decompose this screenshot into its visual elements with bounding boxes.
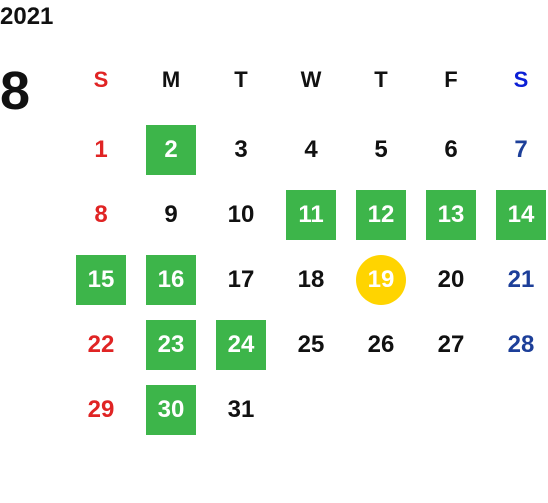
day-cell[interactable]: 30 [146,385,196,435]
day-cell[interactable]: 3 [234,136,248,163]
day-cell[interactable]: 24 [216,320,266,370]
day-cell[interactable]: 20 [437,266,465,293]
day-cell[interactable]: 28 [507,331,535,358]
day-cell[interactable]: 19 [356,255,406,305]
day-cell[interactable]: 27 [437,331,465,358]
day-cell[interactable]: 7 [514,136,528,163]
day-cell[interactable]: 29 [87,396,115,423]
weekday-mon: M [161,67,181,92]
day-cell[interactable]: 14 [496,190,546,240]
day-cell[interactable]: 22 [87,331,115,358]
weekday-sat: S [513,67,529,92]
day-cell[interactable]: 2 [146,125,196,175]
day-cell[interactable]: 26 [367,331,395,358]
day-cell[interactable]: 18 [297,266,325,293]
day-cell[interactable]: 13 [426,190,476,240]
day-cell[interactable]: 5 [374,136,388,163]
day-cell[interactable]: 10 [227,201,255,228]
day-cell[interactable]: 25 [297,331,325,358]
weekday-wed: W [300,67,322,92]
year-label: 2021 [0,3,54,30]
day-cell[interactable]: 23 [146,320,196,370]
weekday-sun: S [93,67,109,92]
day-cell[interactable]: 8 [94,201,108,228]
day-cell[interactable]: 21 [507,266,535,293]
day-cell[interactable]: 31 [227,396,255,423]
weekday-thu: T [374,67,388,92]
day-cell[interactable]: 15 [76,255,126,305]
day-cell[interactable]: 6 [444,136,458,163]
day-cell[interactable]: 17 [227,266,255,293]
day-cell[interactable]: 9 [164,201,178,228]
day-cell[interactable]: 11 [286,190,336,240]
day-cell[interactable]: 12 [356,190,406,240]
month-label: 8 [0,61,31,121]
day-cell[interactable]: 4 [304,136,318,163]
day-cell[interactable]: 16 [146,255,196,305]
day-cell[interactable]: 1 [94,136,108,163]
weekday-tue: T [234,67,248,92]
weekday-fri: F [444,67,458,92]
weekday-header: S M T W T F S [0,62,548,98]
